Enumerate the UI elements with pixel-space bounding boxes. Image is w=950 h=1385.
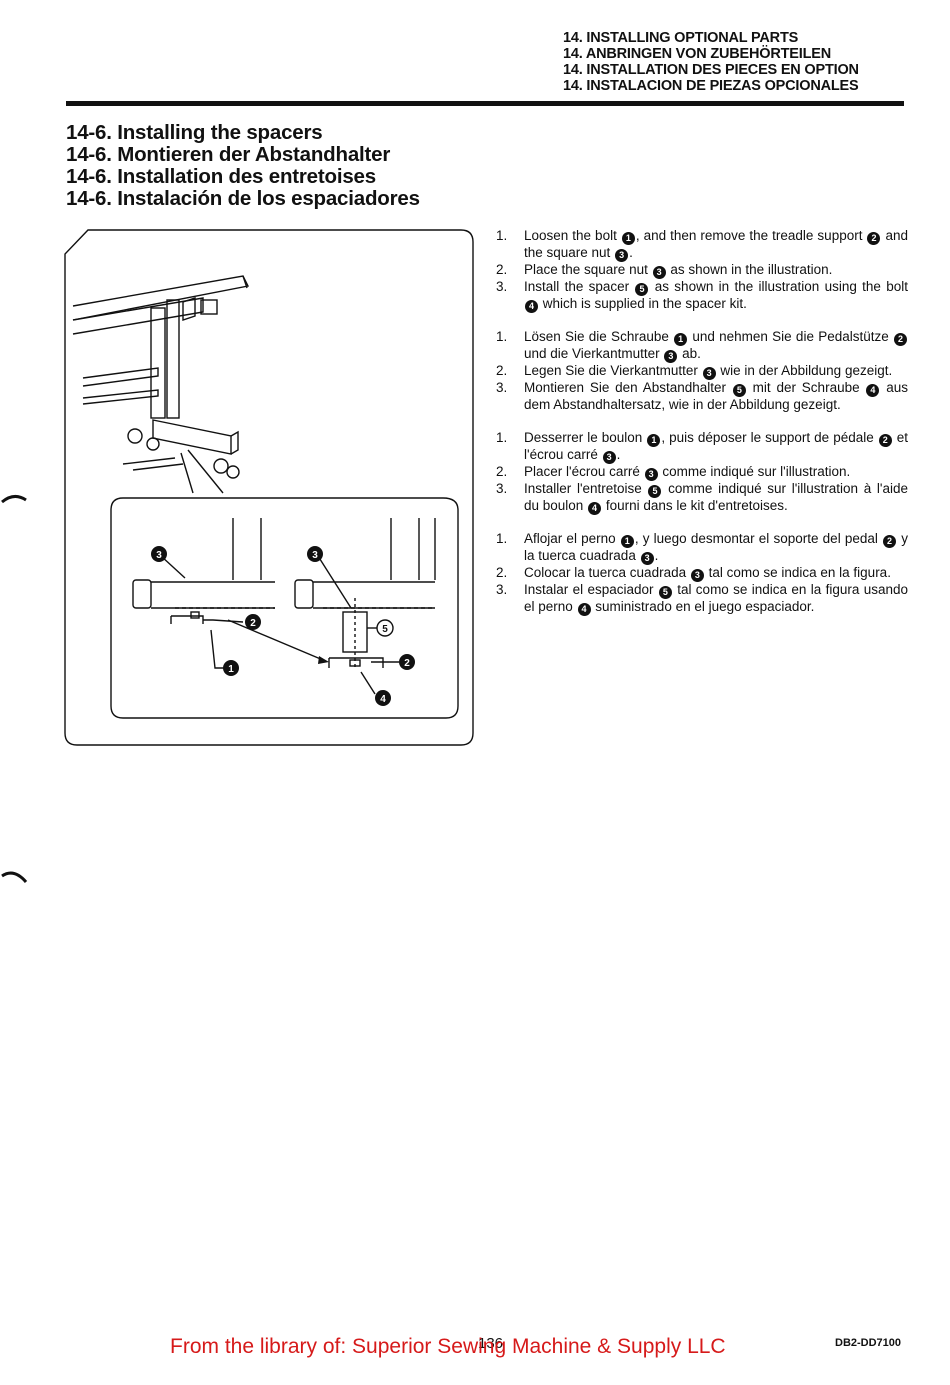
step-number: 1.	[496, 530, 508, 546]
callout-ref-4: 4	[577, 602, 591, 616]
step-text: Placer l'écrou carré 3 comme indiqué sur…	[524, 463, 851, 481]
chapter-title-de: 14. ANBRINGEN VON ZUBEHÖRTEILEN	[563, 46, 831, 62]
callout-ref-3: 3	[640, 551, 654, 565]
spacer-installation-illustration: 3 3 2 1 5 2 4	[64, 229, 474, 746]
step-es-1: 1. Aflojar el perno 1, y luego desmontar …	[496, 531, 908, 565]
step-de-3: 3. Montieren Sie den Abstandhalter 5 mit …	[496, 380, 908, 414]
step-number: 3.	[496, 480, 508, 496]
step-de-1: 1. Lösen Sie die Schraube 1 und nehmen Si…	[496, 329, 908, 363]
steps-fr: 1. Desserrer le boulon 1, puis déposer le…	[496, 430, 908, 515]
step-text: Legen Sie die Vierkantmutter 3 wie in de…	[524, 363, 893, 380]
chapter-heading: 14. INSTALLING OPTIONAL PARTS 14. ANBRIN…	[563, 30, 859, 94]
step-text: Instalar el espaciador 5 tal como se ind…	[524, 581, 908, 616]
steps-es: 1. Aflojar el perno 1, y luego desmontar …	[496, 531, 908, 616]
callout-ref-5: 5	[732, 384, 746, 397]
callout-ref-3: 3	[652, 266, 666, 279]
callout-4: 4	[375, 690, 391, 706]
step-number: 3.	[496, 380, 508, 395]
chapter-title-en: 14. INSTALLING OPTIONAL PARTS	[563, 30, 799, 46]
callout-ref-5: 5	[635, 283, 649, 296]
step-number: 2.	[496, 564, 508, 580]
step-text: Montieren Sie den Abstandhalter 5 mit de…	[524, 380, 908, 412]
section-title-en: 14-6. Installing the spacers	[66, 121, 323, 144]
step-text: Aflojar el perno 1, y luego desmontar el…	[524, 530, 908, 565]
document-code: DB2-DD7100	[835, 1337, 902, 1349]
chapter-title-fr: 14. INSTALLATION DES PIECES EN OPTION	[563, 62, 859, 78]
step-number: 3.	[496, 279, 508, 294]
callout-ref-2: 2	[883, 534, 897, 548]
step-text: Desserrer le boulon 1, puis déposer le s…	[524, 429, 909, 464]
scan-mark-bottom	[1, 871, 28, 884]
callout-ref-1: 1	[620, 534, 634, 548]
callout-2-left: 2	[245, 614, 261, 630]
steps-en: 1. Loosen the bolt 1, and then remove the…	[496, 228, 908, 313]
callout-ref-5: 5	[648, 484, 662, 498]
svg-text:1: 1	[228, 664, 234, 675]
step-number: 3.	[496, 581, 508, 597]
callout-ref-4: 4	[588, 501, 602, 515]
callout-ref-4: 4	[525, 300, 538, 313]
callout-ref-5: 5	[658, 585, 672, 599]
step-de-2: 2. Legen Sie die Vierkantmutter 3 wie in …	[496, 363, 908, 380]
step-fr-2: 2. Placer l'écrou carré 3 comme indiqué s…	[496, 464, 908, 481]
callout-ref-3: 3	[615, 249, 629, 262]
chapter-title-es: 14. INSTALACION DE PIEZAS OPCIONALES	[563, 78, 859, 94]
instruction-steps: 1. Loosen the bolt 1, and then remove the…	[496, 228, 908, 632]
callout-ref-4: 4	[866, 384, 880, 397]
header-rule	[66, 101, 904, 106]
step-number: 1.	[496, 228, 508, 243]
svg-text:4: 4	[380, 694, 386, 705]
callout-ref-1: 1	[621, 232, 635, 245]
callout-3-right: 3	[307, 546, 323, 562]
step-text: Install the spacer 5 as shown in the ill…	[524, 279, 908, 313]
step-text: Installer l'entretoise 5 comme indiqué s…	[524, 480, 909, 515]
step-en-1: 1. Loosen the bolt 1, and then remove the…	[496, 228, 908, 262]
library-watermark: From the library of: Superior Sewing Mac…	[170, 1335, 726, 1358]
svg-text:5: 5	[382, 624, 388, 635]
callout-ref-2: 2	[867, 232, 881, 245]
page-number: 136	[478, 1335, 504, 1352]
callout-ref-3: 3	[664, 350, 678, 363]
svg-text:2: 2	[250, 618, 256, 629]
callout-ref-3: 3	[690, 568, 704, 582]
step-text: Colocar la tuerca cuadrada 3 tal como se…	[524, 564, 891, 582]
callout-3-left: 3	[151, 546, 167, 562]
callout-5: 5	[376, 619, 394, 637]
callout-ref-3: 3	[702, 367, 716, 380]
section-title-de: 14-6. Montieren der Abstandhalter	[66, 143, 391, 166]
step-text: Lösen Sie die Schraube 1 und nehmen Sie …	[524, 329, 908, 363]
section-title-es: 14-6. Instalación de los espaciadores	[66, 187, 420, 210]
callout-ref-1: 1	[674, 333, 688, 346]
svg-text:3: 3	[156, 550, 162, 561]
callout-ref-3: 3	[602, 450, 616, 464]
callout-ref-1: 1	[647, 433, 661, 447]
step-es-2: 2. Colocar la tuerca cuadrada 3 tal como …	[496, 565, 908, 582]
step-number: 1.	[496, 429, 508, 445]
step-fr-1: 1. Desserrer le boulon 1, puis déposer le…	[496, 430, 908, 464]
callout-1: 1	[223, 660, 239, 676]
section-heading: 14-6. Installing the spacers 14-6. Monti…	[66, 122, 420, 210]
callout-ref-2: 2	[878, 433, 892, 447]
step-en-2: 2. Place the square nut 3 as shown in the…	[496, 262, 908, 279]
step-fr-3: 3. Installer l'entretoise 5 comme indiqué…	[496, 481, 908, 515]
scan-mark-top	[1, 495, 27, 504]
step-number: 2.	[496, 463, 508, 479]
callout-ref-2: 2	[894, 333, 907, 346]
step-text: Loosen the bolt 1, and then remove the t…	[524, 228, 908, 262]
step-number: 2.	[496, 363, 508, 378]
svg-text:2: 2	[404, 658, 410, 669]
callout-ref-3: 3	[644, 467, 658, 481]
steps-de: 1. Lösen Sie die Schraube 1 und nehmen Si…	[496, 329, 908, 414]
step-es-3: 3. Instalar el espaciador 5 tal como se i…	[496, 582, 908, 616]
svg-text:3: 3	[312, 550, 318, 561]
step-number: 2.	[496, 262, 508, 277]
step-en-3: 3. Install the spacer 5 as shown in the i…	[496, 279, 908, 313]
step-number: 1.	[496, 329, 508, 344]
step-text: Place the square nut 3 as shown in the i…	[524, 262, 833, 279]
callout-2-right: 2	[399, 654, 415, 670]
section-title-fr: 14-6. Installation des entretoises	[66, 165, 376, 188]
